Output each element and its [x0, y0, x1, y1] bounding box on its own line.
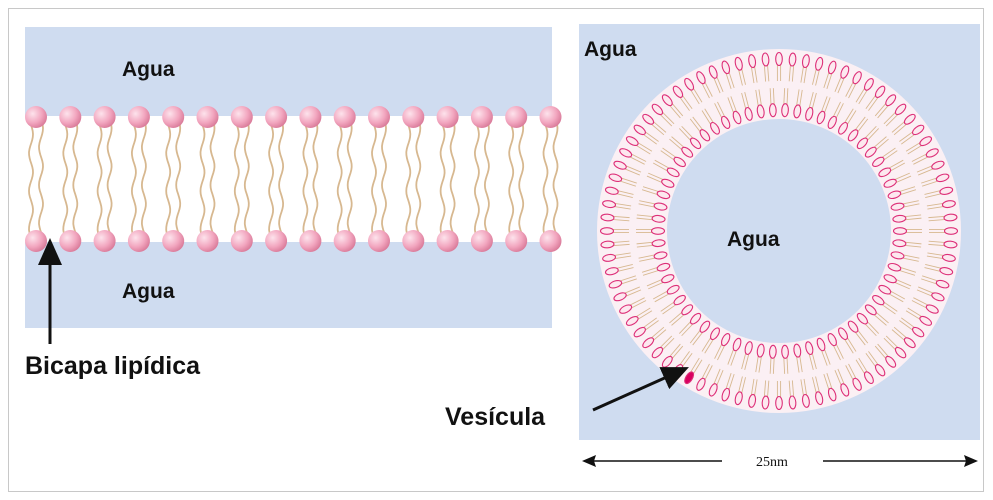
lipid-head-top — [334, 106, 356, 128]
lipid-head-top — [94, 106, 116, 128]
lipid-head-top — [25, 106, 47, 128]
lipid-tail — [554, 125, 558, 233]
lipid-head-bottom — [162, 230, 184, 252]
lipid-head-bottom — [505, 230, 527, 252]
lipid-head-bottom — [59, 230, 81, 252]
lipid-head — [601, 228, 614, 235]
lipid-head-bottom — [471, 230, 493, 252]
lipid-head-top — [505, 106, 527, 128]
lipid-head — [769, 104, 776, 117]
lipid-head-top — [59, 106, 81, 128]
lipid-head-top — [128, 106, 150, 128]
lipid-head-top — [437, 106, 459, 128]
lipid-head-top — [471, 106, 493, 128]
lipid-head-top — [197, 106, 219, 128]
bilayer-water-bottom-label: Agua — [122, 280, 175, 303]
scale-bar-label: 25nm — [756, 455, 788, 470]
lipid-head-bottom — [265, 230, 287, 252]
scale-bar-left-arrowhead — [582, 455, 596, 467]
lipid-head-bottom — [25, 230, 47, 252]
lipid-head — [776, 397, 783, 410]
bilayer-label: Bicapa lipídica — [25, 352, 201, 380]
bilayer-panel: Agua Agua — [25, 27, 562, 328]
lipid-head-top — [402, 106, 424, 128]
lipid-head-bottom — [402, 230, 424, 252]
lipid-head — [894, 228, 907, 235]
lipid-head-bottom — [128, 230, 150, 252]
lipid-head — [769, 345, 776, 358]
lipid-head-bottom — [197, 230, 219, 252]
lipid-head-bottom — [299, 230, 321, 252]
lipid-head — [945, 228, 958, 235]
scale-bar: 25nm — [582, 455, 978, 470]
lipid-head-bottom — [94, 230, 116, 252]
vesicle-water-inner-label: Agua — [727, 228, 780, 251]
vesicle-label: Vesícula — [445, 403, 546, 431]
lipid-head — [781, 104, 788, 117]
lipid-head-bottom — [437, 230, 459, 252]
lipid-head-bottom — [334, 230, 356, 252]
lipid-head-top — [265, 106, 287, 128]
lipid-head-bottom — [540, 230, 562, 252]
bilayer-water-top-label: Agua — [122, 58, 175, 81]
lipid-head-top — [368, 106, 390, 128]
lipid-head-top — [540, 106, 562, 128]
lipid-head — [776, 53, 783, 66]
lipid-head — [781, 345, 788, 358]
lipid-head-bottom — [231, 230, 253, 252]
bilayer-core-band — [25, 116, 552, 242]
lipid-head-top — [299, 106, 321, 128]
vesicle-water-outer-label: Agua — [584, 38, 637, 61]
scale-bar-right-arrowhead — [964, 455, 978, 467]
lipid-head-bottom — [368, 230, 390, 252]
lipid-head-top — [162, 106, 184, 128]
lipid-head — [652, 228, 665, 235]
vesicle-panel: Agua Agua — [579, 24, 980, 440]
lipid-head-top — [231, 106, 253, 128]
